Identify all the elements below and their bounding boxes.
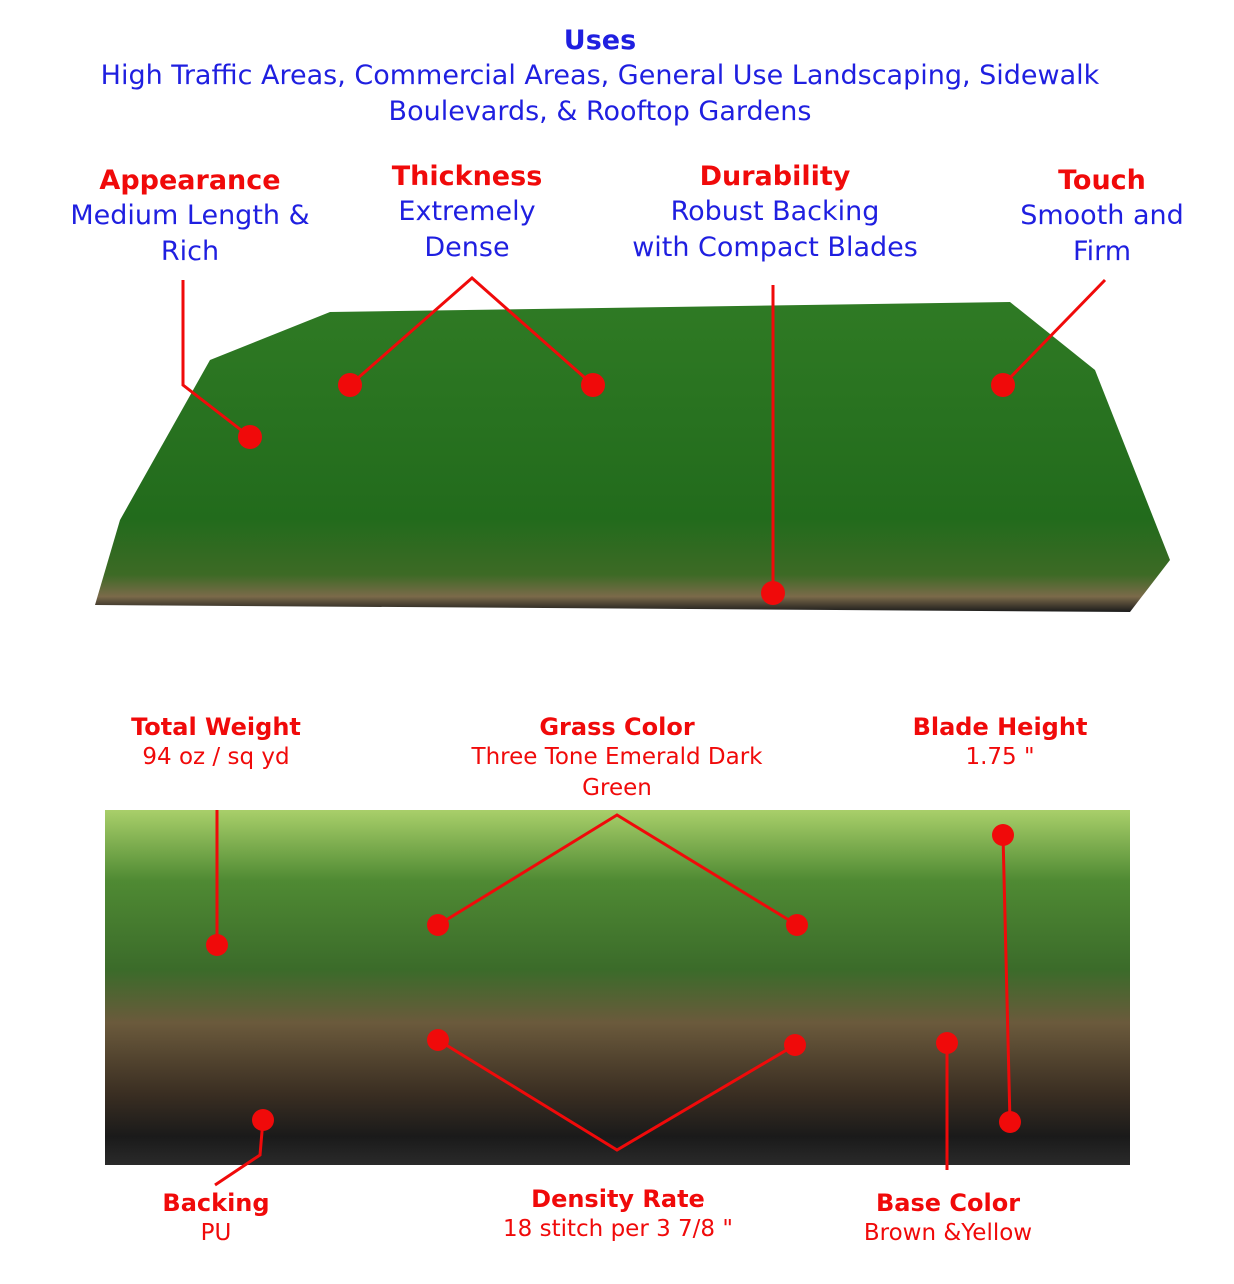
spec-grass-color: Grass Color Three Tone Emerald Dark Gree… xyxy=(417,712,817,804)
spec-base-color: Base Color Brown &Yellow xyxy=(798,1188,1098,1249)
feature-thickness: Thickness Extremely Dense xyxy=(317,160,617,266)
turf-closeup-sample xyxy=(105,810,1130,1165)
turf-top-sample xyxy=(95,302,1170,612)
spec-title: Density Rate xyxy=(531,1185,705,1213)
spec-value: Three Tone Emerald Dark xyxy=(471,744,763,770)
spec-total-weight: Total Weight 94 oz / sq yd xyxy=(66,712,366,773)
feature-text: Firm xyxy=(1073,236,1131,267)
feature-text: Smooth and xyxy=(1020,200,1184,231)
feature-title: Touch xyxy=(1058,165,1146,196)
feature-touch: Touch Smooth and Firm xyxy=(980,164,1224,270)
feature-title: Thickness xyxy=(391,161,543,192)
feature-text: Dense xyxy=(424,232,510,263)
uses-title: Uses xyxy=(563,25,637,56)
annotation-lines xyxy=(181,276,1107,1187)
uses-section: Uses High Traffic Areas, Commercial Area… xyxy=(0,24,1200,130)
feature-durability: Durability Robust Backing with Compact B… xyxy=(600,160,950,266)
spec-title: Base Color xyxy=(875,1189,1021,1217)
feature-title: Durability xyxy=(699,161,851,192)
feature-text: Rich xyxy=(160,236,220,267)
spec-blade-height: Blade Height 1.75 " xyxy=(850,712,1150,773)
uses-line1: High Traffic Areas, Commercial Areas, Ge… xyxy=(100,60,1100,91)
spec-value: Brown &Yellow xyxy=(863,1220,1033,1246)
feature-appearance: Appearance Medium Length & Rich xyxy=(40,164,340,270)
spec-backing: Backing PU xyxy=(66,1188,366,1249)
feature-text: Medium Length & xyxy=(70,200,310,231)
spec-value: 1.75 " xyxy=(965,744,1035,770)
annotation-dots xyxy=(206,373,1021,1133)
spec-title: Grass Color xyxy=(539,713,695,741)
spec-density-rate: Density Rate 18 stitch per 3 7/8 " xyxy=(418,1184,818,1245)
spec-value: PU xyxy=(200,1220,232,1246)
spec-value: Green xyxy=(582,775,652,801)
spec-value: 94 oz / sq yd xyxy=(142,744,290,770)
feature-text: Robust Backing xyxy=(670,196,880,227)
spec-title: Backing xyxy=(162,1189,270,1217)
spec-title: Blade Height xyxy=(912,713,1088,741)
feature-text: Extremely xyxy=(398,196,536,227)
spec-title: Total Weight xyxy=(131,713,301,741)
uses-line2: Boulevards, & Rooftop Gardens xyxy=(388,96,812,127)
feature-text: with Compact Blades xyxy=(632,232,918,263)
spec-value: 18 stitch per 3 7/8 " xyxy=(503,1216,733,1242)
feature-title: Appearance xyxy=(99,165,281,196)
